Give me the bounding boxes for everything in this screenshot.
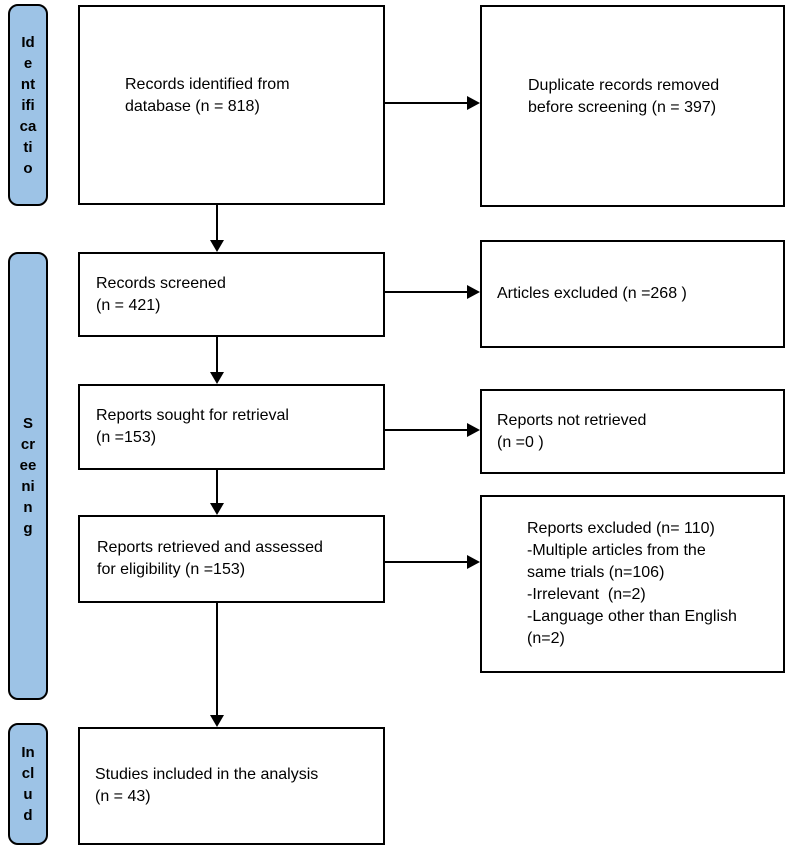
stage-label-identification: Id e nt ifi ca ti o xyxy=(19,33,37,177)
stage-bar-included: In cl u d xyxy=(8,723,48,845)
arrow-head-right-icon xyxy=(467,555,480,569)
arrow-assessed-to-included xyxy=(210,603,224,727)
stage-bar-identification: Id e nt ifi ca ti o xyxy=(8,4,48,206)
arrow-line xyxy=(216,470,218,503)
arrow-line xyxy=(216,205,218,240)
arrow-head-down-icon xyxy=(210,240,224,252)
box-reports-sought: Reports sought for retrieval (n =153) xyxy=(78,384,385,470)
box-records-screened: Records screened (n = 421) xyxy=(78,252,385,337)
box-articles-excluded: Articles excluded (n =268 ) xyxy=(480,240,785,348)
arrow-head-right-icon xyxy=(467,285,480,299)
arrow-sought-to-assessed xyxy=(210,470,224,515)
box-records-identified: Records identified from database (n = 81… xyxy=(78,5,385,205)
arrow-line xyxy=(385,291,467,293)
arrow-sought-to-not-retrieved xyxy=(385,423,480,437)
arrow-line xyxy=(216,337,218,372)
arrow-line xyxy=(216,603,218,715)
arrow-head-down-icon xyxy=(210,715,224,727)
arrow-line xyxy=(385,429,467,431)
box-reports-assessed-text: Reports retrieved and assessed for eligi… xyxy=(97,539,323,578)
box-reports-excluded-text: Reports excluded (n= 110) -Multiple arti… xyxy=(527,520,737,647)
stage-bar-screening: S cr ee ni n g xyxy=(8,252,48,700)
arrow-head-right-icon xyxy=(467,423,480,437)
box-studies-included-text: Studies included in the analysis (n = 43… xyxy=(95,766,319,805)
arrow-screened-to-sought xyxy=(210,337,224,384)
box-studies-included: Studies included in the analysis (n = 43… xyxy=(78,727,385,845)
box-reports-excluded: Reports excluded (n= 110) -Multiple arti… xyxy=(480,495,785,673)
stage-label-screening: S cr ee ni n g xyxy=(19,415,37,537)
box-duplicates-removed: Duplicate records removed before screeni… xyxy=(480,5,785,207)
arrow-head-right-icon xyxy=(467,96,480,110)
arrow-screened-to-excluded xyxy=(385,285,480,299)
arrow-line xyxy=(385,561,467,563)
box-reports-sought-text: Reports sought for retrieval (n =153) xyxy=(96,407,289,446)
stage-label-included: In cl u d xyxy=(21,744,35,824)
box-records-identified-text: Records identified from database (n = 81… xyxy=(125,76,290,115)
box-reports-not-retrieved: Reports not retrieved (n =0 ) xyxy=(480,389,785,474)
arrow-identified-to-screened xyxy=(210,205,224,252)
arrow-assessed-to-reports-excluded xyxy=(385,555,480,569)
arrow-head-down-icon xyxy=(210,503,224,515)
box-duplicates-removed-text: Duplicate records removed before screeni… xyxy=(528,77,720,116)
arrow-identified-to-duplicates xyxy=(385,96,480,110)
box-records-screened-text: Records screened (n = 421) xyxy=(96,274,226,314)
box-reports-assessed: Reports retrieved and assessed for eligi… xyxy=(78,515,385,603)
arrow-line xyxy=(385,102,467,104)
arrow-head-down-icon xyxy=(210,372,224,384)
box-reports-not-retrieved-text: Reports not retrieved (n =0 ) xyxy=(497,411,647,451)
box-articles-excluded-text: Articles excluded (n =268 ) xyxy=(497,285,687,302)
